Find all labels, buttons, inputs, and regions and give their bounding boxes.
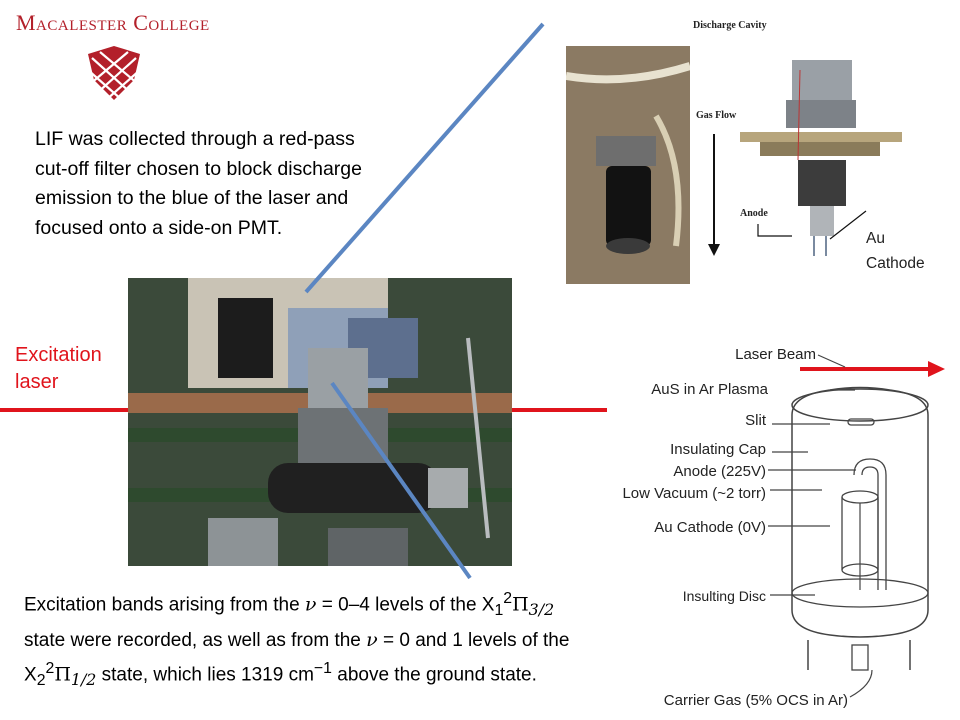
excitation-label-line2: laser [15, 371, 59, 393]
multiplicity-1: 2 [503, 590, 513, 607]
diagram-leaders [768, 354, 873, 698]
carrier-gas-label: Carrier Gas (5% OCS in Ar) [663, 692, 848, 709]
laser-line-left [0, 408, 130, 412]
cathode-assembly-photo [740, 60, 902, 260]
anode-voltage-label: Anode (225V) [673, 463, 766, 480]
cathode-assembly-illustration [740, 60, 902, 256]
text-part4: = 0 and 1 levels of the X [24, 629, 570, 686]
discharge-cavity-photo [566, 46, 690, 284]
text-part3: state were recorded, as well as from the [24, 629, 367, 651]
au-cathode-line1: Au [866, 230, 885, 247]
low-vacuum-label: Low Vacuum (~2 torr) [622, 485, 766, 502]
text-part5: state, which lies 1319 cm [96, 664, 314, 686]
omega-2: 1/2 [70, 670, 97, 690]
nu-symbol-2: ν [366, 628, 378, 651]
discharge-photo-illustration [566, 46, 690, 284]
text-part2: = 0–4 levels of the X [316, 594, 495, 616]
wavenumber-exponent: −1 [313, 660, 332, 678]
gas-flow-arrow [708, 134, 720, 256]
college-shield-icon [87, 46, 141, 101]
lif-description: LIF was collected through a red-pass cut… [35, 128, 362, 239]
pointer-line-upper [304, 22, 545, 294]
laser-line-right [510, 408, 607, 412]
x1-subscript: 1 [494, 602, 504, 620]
aus-plasma-label: AuS in Ar Plasma [651, 381, 768, 398]
excitation-label-line1: Excitation [15, 344, 102, 366]
x2-subscript: 2 [36, 672, 46, 690]
au-cathode-pointer [829, 210, 867, 240]
au-cathode-label: Au Cathode [866, 226, 925, 276]
omega-1: 3/2 [528, 600, 555, 620]
insulting-disc-label: Insulting Disc [682, 588, 766, 604]
apparatus-photo [128, 278, 512, 566]
pi-symbol-1: Π [512, 593, 529, 616]
text-part6: above the ground state. [331, 664, 537, 686]
pi-symbol-2: Π [54, 663, 71, 686]
multiplicity-2: 2 [45, 660, 55, 678]
nu-symbol-1: ν [304, 593, 317, 616]
laser-beam-label: Laser Beam [735, 346, 816, 363]
anode-pointer [757, 224, 792, 237]
excitation-bands-description: Excitation bands arising from the ν = 0–… [24, 585, 584, 696]
apparatus-illustration [128, 278, 512, 566]
gas-flow-label: Gas Flow [696, 110, 737, 121]
text-part1: Excitation bands arising from the [24, 594, 305, 616]
discharge-diagram [791, 361, 945, 671]
excitation-laser-label: Excitation laser [15, 342, 102, 396]
anode-label: Anode [740, 208, 768, 219]
college-logo-text: Macalester College [16, 10, 210, 35]
au-cathode-line2: Cathode [866, 255, 925, 272]
au-cathode-voltage-label: Au Cathode (0V) [654, 519, 766, 536]
pointer-line-lower [330, 381, 472, 580]
slit-label: Slit [745, 412, 766, 429]
insulating-cap-label: Insulating Cap [670, 441, 766, 458]
discharge-cavity-title: Discharge Cavity [693, 20, 767, 31]
